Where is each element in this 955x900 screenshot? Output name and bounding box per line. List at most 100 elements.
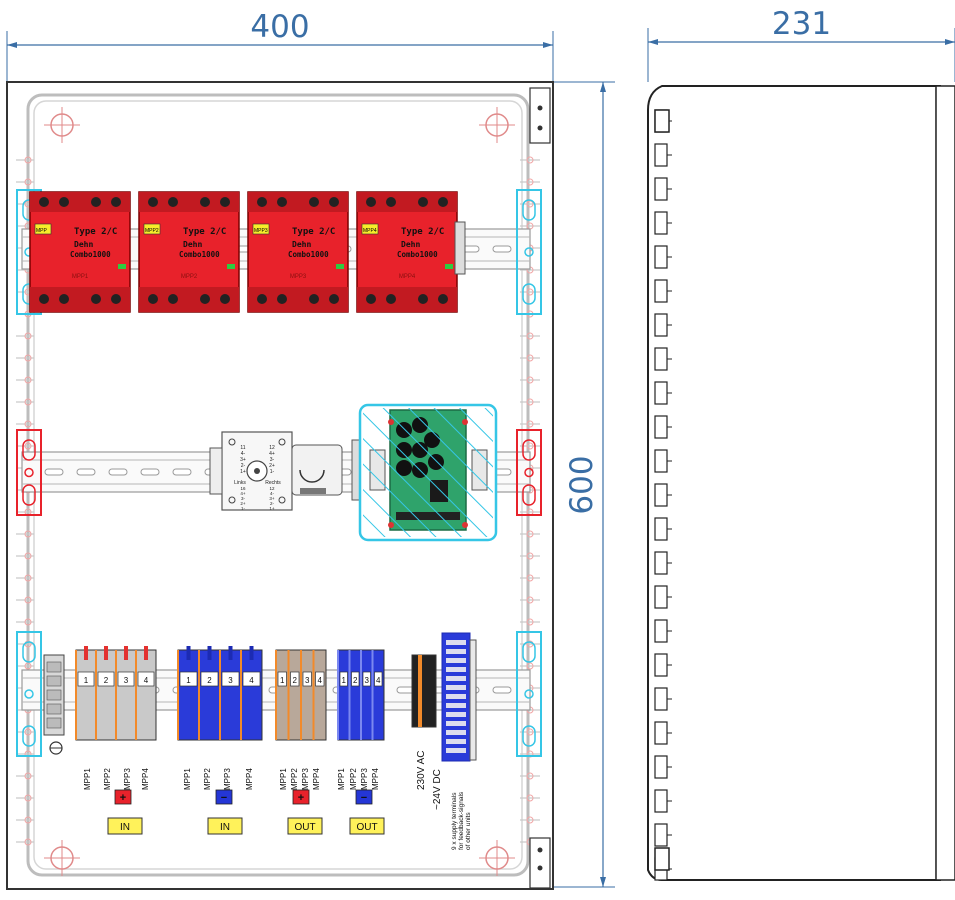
spd-screw-icon (220, 197, 230, 207)
pcb-hatch (363, 408, 493, 537)
terminal-wire (84, 646, 88, 660)
side-rib (654, 279, 668, 303)
terminal-number: 3 (228, 676, 233, 685)
rim-hole-left (24, 156, 32, 164)
switch-pin-label: 3+ (269, 496, 275, 501)
pcb-screw (462, 522, 468, 528)
side-rib (654, 449, 668, 473)
spd-screw-icon (386, 197, 396, 207)
switch-screw-icon (278, 496, 286, 504)
side-rib (654, 143, 668, 167)
spd-screw-icon (418, 294, 428, 304)
switch-handle-bar (300, 488, 326, 494)
polarity-sign: + (120, 792, 126, 804)
spd-screw-icon (386, 294, 396, 304)
rim-hole-right (526, 376, 534, 384)
bracket-slot (522, 283, 536, 305)
rim-hole-right (526, 816, 534, 824)
spd-screw-icon (329, 294, 339, 304)
switch-pin-label: 12 (269, 486, 275, 491)
io-sign-label: OUT (356, 822, 377, 833)
terminal-mpp-label: MPP4 (371, 768, 380, 790)
spd-model-label: Combo1000 (397, 250, 438, 259)
rim-hole-left (24, 442, 32, 450)
spd-screw-icon (39, 197, 49, 207)
side-rib (654, 313, 668, 337)
rail-slot (492, 686, 512, 694)
switch-pin-label: 1- (270, 469, 275, 475)
spd-tag: MPP (36, 228, 48, 234)
spd-screw-icon (168, 197, 178, 207)
spd-status-led (227, 264, 235, 269)
io-sign-label: OUT (294, 822, 315, 833)
terminal-number: 4 (144, 676, 149, 685)
enclosure-side (647, 85, 955, 881)
side-rib (654, 517, 668, 541)
bracket-outline (516, 429, 542, 516)
rim-hole-right (526, 354, 534, 362)
spd-screw-icon (366, 197, 376, 207)
polarity-sign: + (298, 792, 304, 804)
spd-screw-icon (148, 294, 158, 304)
bracket-hole (524, 247, 534, 257)
pcb-screw (462, 419, 468, 425)
bracket-hole (524, 467, 534, 478)
rail-bracket-right-bottom (516, 631, 542, 757)
rim-hole-left (24, 420, 32, 428)
spd-tag: MPP3 (254, 228, 268, 234)
spd-screw-icon (39, 294, 49, 304)
terminal-mpp-label: MPP1 (279, 768, 288, 790)
side-rib (654, 211, 668, 235)
rim-hole-right (526, 662, 534, 670)
spd-screw-icon (200, 197, 210, 207)
earth-slot (46, 661, 62, 673)
rim-hole-left (24, 178, 32, 186)
bracket-hole (24, 467, 34, 478)
rim-hole-left (24, 596, 32, 604)
polarity-badge (355, 789, 373, 805)
spd-screw-icon (220, 294, 230, 304)
rail-slot (492, 245, 512, 253)
rail-bracket-left-middle (16, 429, 42, 516)
rail-slot (172, 468, 192, 476)
end-stop-top (454, 221, 466, 275)
bracket-slot (522, 439, 536, 461)
dc-terminal-slot (446, 676, 466, 681)
terminal-mpp-label: MPP2 (203, 768, 212, 790)
terminal-number: 4 (249, 676, 254, 685)
spd-tag-box (143, 223, 161, 235)
supply-end-stop (469, 639, 477, 761)
height-arrow-top (600, 82, 606, 92)
switch-pin-label: 4+ (269, 451, 275, 457)
terminal-number-plate (179, 671, 198, 687)
rim-hole-right (526, 728, 534, 736)
bracket-outline (516, 631, 542, 757)
terminal-number: 3 (365, 676, 370, 685)
depth-dimension-arrow-right (945, 39, 955, 45)
earth-slot (46, 703, 62, 715)
switch-pin-label: 2- (241, 463, 246, 469)
spd-model-label: Combo1000 (288, 250, 329, 259)
rim-hole-right (526, 772, 534, 780)
rail-slot (76, 468, 96, 476)
spd-brand-label: Dehn (292, 240, 311, 249)
rim-hole-right (526, 420, 534, 428)
terminal-wire (144, 646, 148, 660)
side-hinge-top (654, 109, 670, 133)
terminal-mpp-label: MPP2 (290, 768, 299, 790)
spd-tag-box (34, 223, 52, 235)
rim-hole-left (24, 552, 32, 560)
terminal-wire (186, 646, 191, 660)
rim-hole-left (24, 398, 32, 406)
io-sign (349, 817, 385, 835)
polarity-sign: − (221, 792, 227, 804)
switch-pin-label: 2+ (240, 501, 246, 506)
spd-brand-label: Dehn (183, 240, 202, 249)
spd-mpp-label: MPP1 (72, 274, 89, 280)
dc-terminal-slot (446, 658, 466, 663)
